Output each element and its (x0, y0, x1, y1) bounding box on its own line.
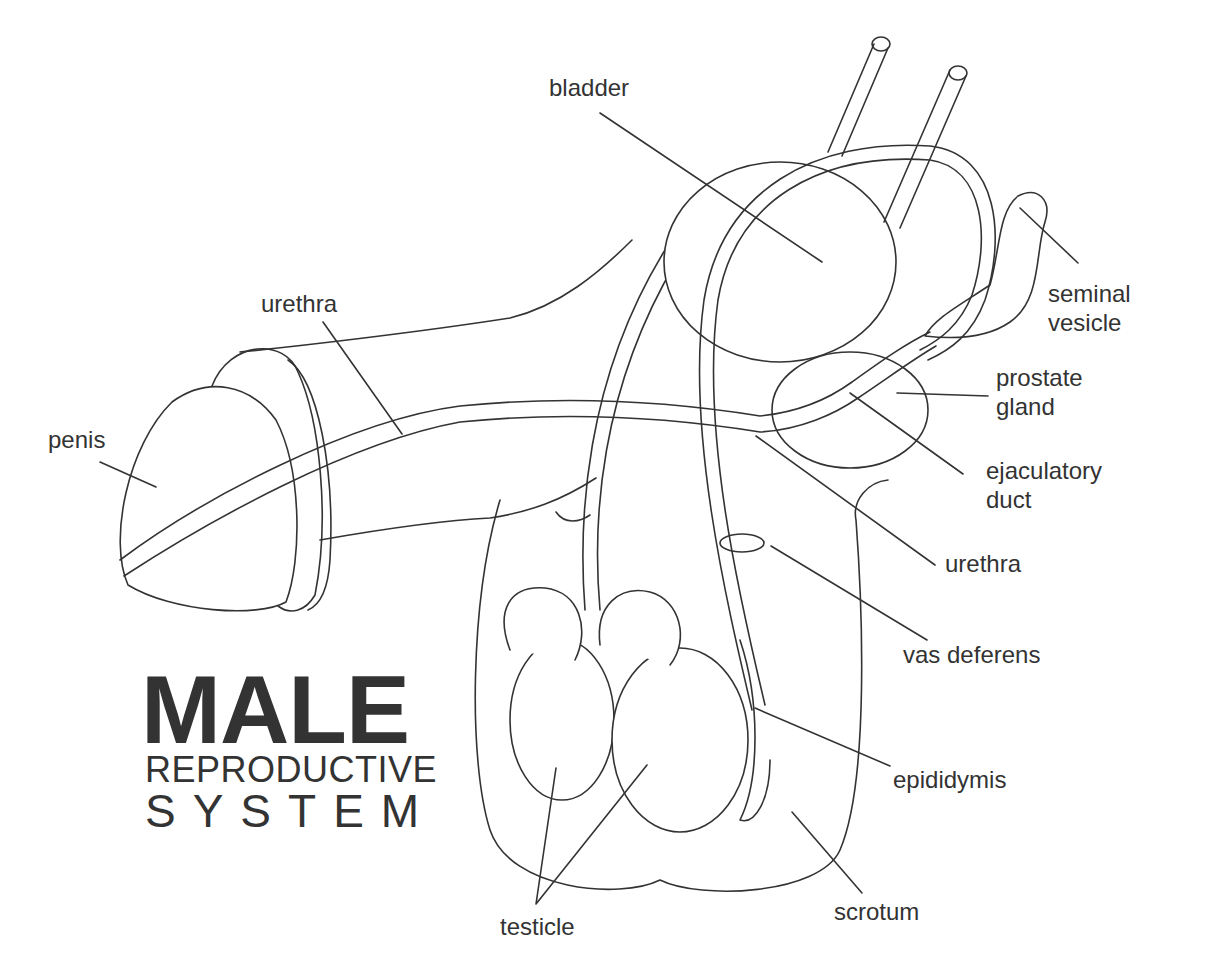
part-label: penis (48, 426, 105, 455)
title-text: MALE (141, 662, 409, 758)
subtitle-text: REPRODUCTIVE (145, 752, 437, 788)
part-label: urethra (261, 290, 337, 319)
part-label: epididymis (893, 766, 1006, 795)
part-label: seminal vesicle (1048, 280, 1131, 338)
part-label: prostate gland (996, 364, 1083, 422)
subtitle-text: SYSTEM (145, 788, 436, 834)
part-label: testicle (500, 913, 575, 942)
part-label: scrotum (834, 898, 919, 927)
part-label: vas deferens (903, 641, 1040, 670)
part-label: urethra (945, 550, 1021, 579)
part-label: ejaculatory duct (986, 457, 1102, 515)
part-label: bladder (549, 74, 629, 103)
